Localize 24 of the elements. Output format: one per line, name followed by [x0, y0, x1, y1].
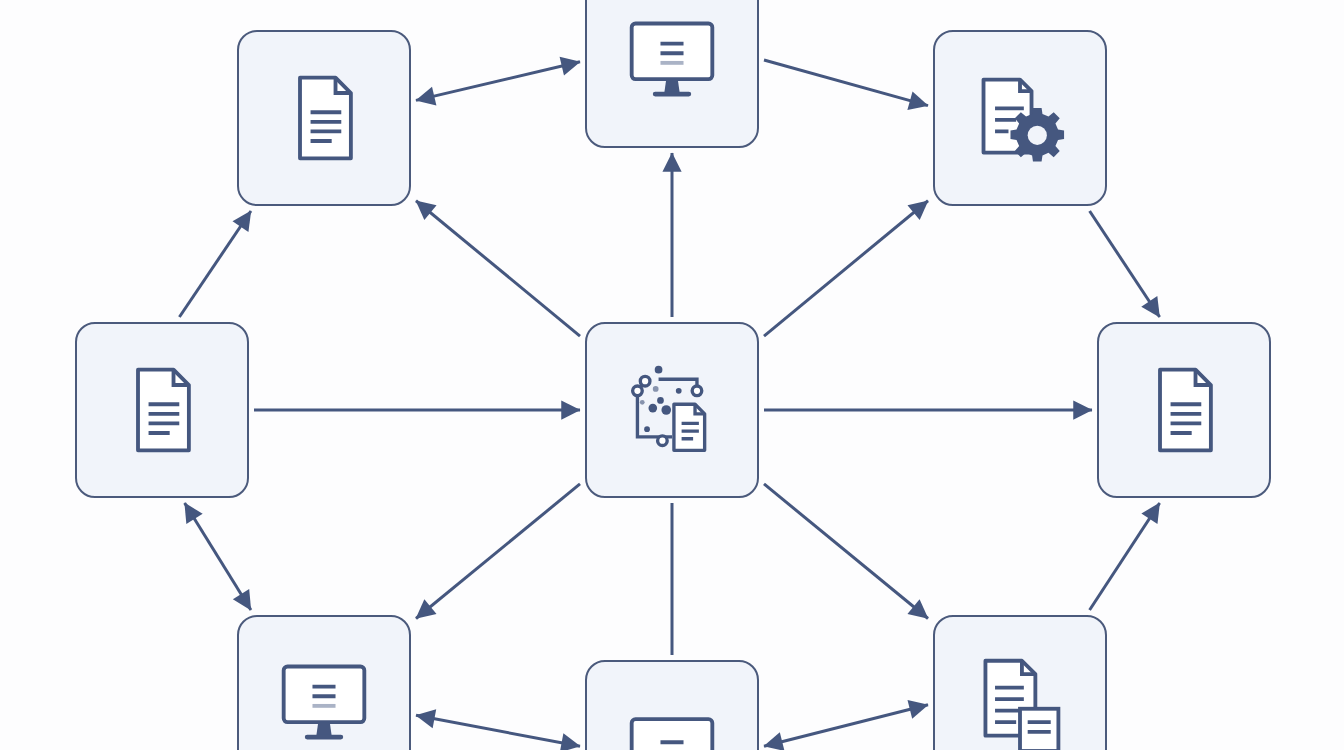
arrow	[763, 199, 929, 338]
icon-card	[933, 615, 1107, 750]
arrow	[1088, 210, 1161, 318]
arrow	[415, 482, 581, 620]
icon-card	[237, 30, 411, 206]
arrow	[1088, 502, 1161, 611]
arrow	[415, 56, 581, 106]
icon-card	[585, 322, 759, 498]
arrow	[183, 502, 253, 611]
icon-card	[237, 615, 411, 750]
icon-card	[933, 30, 1107, 206]
arrow	[662, 152, 682, 317]
arrow	[763, 58, 929, 110]
icon-card	[75, 322, 249, 498]
connector-line	[670, 503, 674, 655]
arrow	[415, 709, 581, 750]
arrow	[763, 700, 929, 750]
arrow	[415, 199, 581, 338]
icon-card	[585, 0, 759, 148]
arrow	[178, 210, 253, 318]
arrow	[254, 400, 581, 420]
arrow	[763, 482, 929, 620]
icon-card	[1097, 322, 1271, 498]
arrow	[764, 400, 1093, 420]
